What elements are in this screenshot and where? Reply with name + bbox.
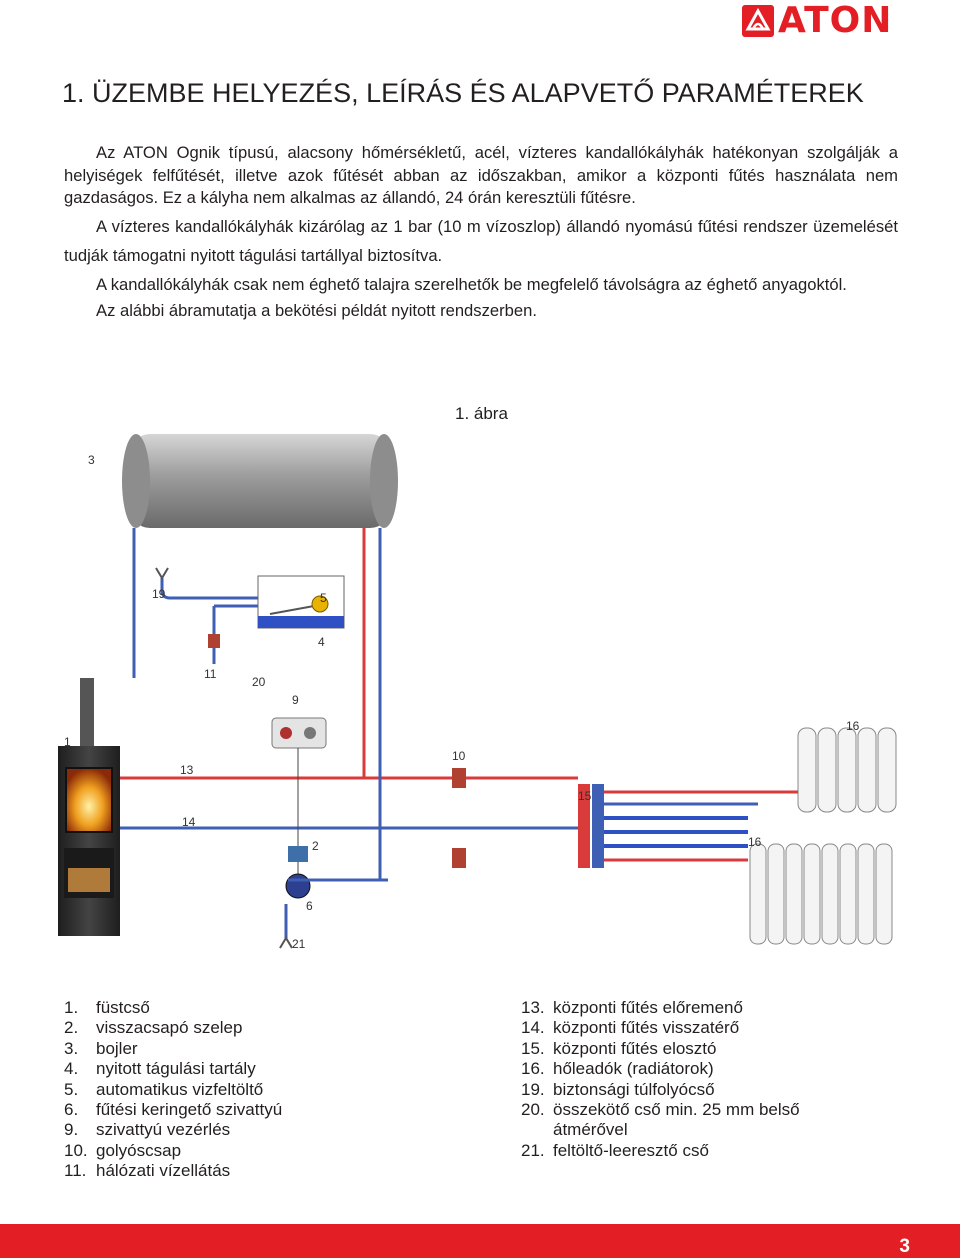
label-9: 9	[292, 693, 299, 707]
legend-text: golyóscsap	[96, 1140, 182, 1160]
intro-paragraph-3: A kandallókályhák csak nem éghető talajr…	[96, 274, 847, 294]
label-13: 13	[180, 763, 194, 777]
intro-paragraph-2: A vízteres kandallókályhák kizárólag az …	[64, 216, 898, 265]
legend-number: 4.	[64, 1059, 79, 1079]
label-4: 4	[318, 635, 325, 649]
legend-item: 9. szivattyú vezérlés	[64, 1120, 282, 1140]
label-19: 19	[152, 587, 166, 601]
legend-item: 6. fűtési keringető szivattyú	[64, 1100, 282, 1120]
legend-number: 21.	[521, 1140, 545, 1160]
legend-number: 19.	[521, 1079, 545, 1099]
legend-number: 3.	[64, 1038, 79, 1058]
label-10: 10	[452, 749, 466, 763]
legend-text: hálózati vízellátás	[96, 1161, 231, 1181]
legend-item: 5. automatikus vizfeltöltő	[64, 1080, 282, 1100]
intro-paragraph-4: Az alábbi ábramutatja a bekötési példát …	[96, 301, 537, 320]
legend-item: 16. hőleadók (radiátorok)	[521, 1059, 800, 1079]
page-title: 1. ÜZEMBE HELYEZÉS, LEÍRÁS ÉS ALAPVETŐ P…	[62, 78, 864, 108]
legend-item: 13. központi fűtés előremenő	[521, 998, 800, 1018]
legend-number: 11.	[64, 1161, 87, 1181]
radiator-upper	[797, 727, 897, 813]
pump-controller	[271, 717, 327, 749]
brand-name: ATON	[778, 0, 893, 41]
legend-number: 1.	[64, 998, 79, 1017]
label-21: 21	[292, 937, 306, 951]
legend-number: 5.	[64, 1079, 79, 1099]
legend-item: 2. visszacsapó szelep	[64, 1018, 282, 1038]
legend-number: 14.	[521, 1018, 545, 1038]
legend-item: 4. nyitott tágulási tartály	[64, 1059, 282, 1079]
aton-logo: ATON	[742, 0, 902, 41]
legend-text: szivattyú vezérlés	[96, 1120, 231, 1140]
legend-text: központi fűtés elosztó	[553, 1038, 717, 1058]
legend-text: központi fűtés előremenő	[553, 998, 743, 1017]
legend-right: 13. központi fűtés előremenő 14. központi …	[521, 998, 800, 1161]
boiler-tank	[122, 434, 398, 528]
manifold	[578, 784, 604, 868]
legend-number: 2.	[64, 1018, 79, 1038]
label-16-upper: 16	[846, 719, 860, 733]
heating-system-diagram: 3 5 4 19 11 20 9 1 13 14 10 15 16 16 2 6…	[58, 434, 897, 951]
label-1: 1	[64, 735, 71, 749]
legend-text: füstcső	[96, 998, 150, 1017]
label-2: 2	[312, 839, 319, 853]
label-20: 20	[252, 675, 266, 689]
legend-number: 15.	[521, 1038, 545, 1058]
legend-item: 14. központi fűtés visszatérő	[521, 1018, 800, 1038]
figure-caption: 1. ábra	[455, 404, 508, 423]
intro-paragraph-1: Az ATON Ognik típusú, alacsony hőmérsékl…	[64, 143, 898, 207]
footer-bar	[0, 1224, 960, 1258]
legend-item-continuation: 00.átmérővel	[521, 1120, 800, 1140]
legend-item: 10. golyóscsap	[64, 1141, 282, 1161]
legend-text: bojler	[96, 1038, 138, 1058]
legend-text: fűtési keringető szivattyú	[96, 1100, 283, 1120]
legend-text: biztonsági túlfolyócső	[553, 1079, 715, 1099]
legend-text: automatikus vizfeltöltő	[96, 1079, 264, 1099]
label-3: 3	[88, 453, 95, 467]
intro-text: Az ATON Ognik típusú, alacsony hőmérsékl…	[64, 142, 898, 323]
legend-item: 3. bojler	[64, 1039, 282, 1059]
label-5: 5	[320, 591, 327, 605]
legend-item: 20. összekötő cső min. 25 mm belső	[521, 1100, 800, 1120]
legend-number: 16.	[521, 1059, 545, 1079]
legend-number: 6.	[64, 1100, 79, 1120]
legend-item: 15. központi fűtés elosztó	[521, 1039, 800, 1059]
legend-text: hőleadók (radiátorok)	[553, 1059, 714, 1079]
legend-item: 21. feltöltő-leeresztő cső	[521, 1141, 800, 1161]
label-11: 11	[204, 667, 217, 681]
flame-icon	[742, 5, 774, 37]
stove	[58, 678, 120, 936]
legend-number: 9.	[64, 1120, 79, 1140]
radiator-lower	[749, 843, 893, 945]
legend-number: 20.	[521, 1100, 545, 1120]
legend-item: 11. hálózati vízellátás	[64, 1161, 282, 1181]
page-number: 3	[899, 1236, 910, 1257]
legend-item: 1. füstcső	[64, 998, 282, 1018]
legend-text: összekötő cső min. 25 mm belső	[553, 1100, 800, 1120]
legend-text: feltöltő-leeresztő cső	[553, 1140, 709, 1160]
legend-text: átmérővel	[553, 1120, 628, 1140]
expansion-tank	[257, 575, 345, 629]
label-15: 15	[578, 789, 592, 803]
legend-text: nyitott tágulási tartály	[96, 1059, 256, 1079]
label-14: 14	[182, 815, 196, 829]
legend-number: 13.	[521, 998, 545, 1017]
legend-number: 10.	[64, 1140, 88, 1160]
legend-left: 1.füstcső 2.visszacsapó szelep 3.bojler …	[64, 998, 282, 1182]
legend-item: 19. biztonsági túlfolyócső	[521, 1080, 800, 1100]
legend-text: központi fűtés visszatérő	[553, 1018, 740, 1038]
label-16-lower: 16	[748, 835, 762, 849]
label-6: 6	[306, 899, 313, 913]
legend-text: visszacsapó szelep	[96, 1018, 243, 1038]
